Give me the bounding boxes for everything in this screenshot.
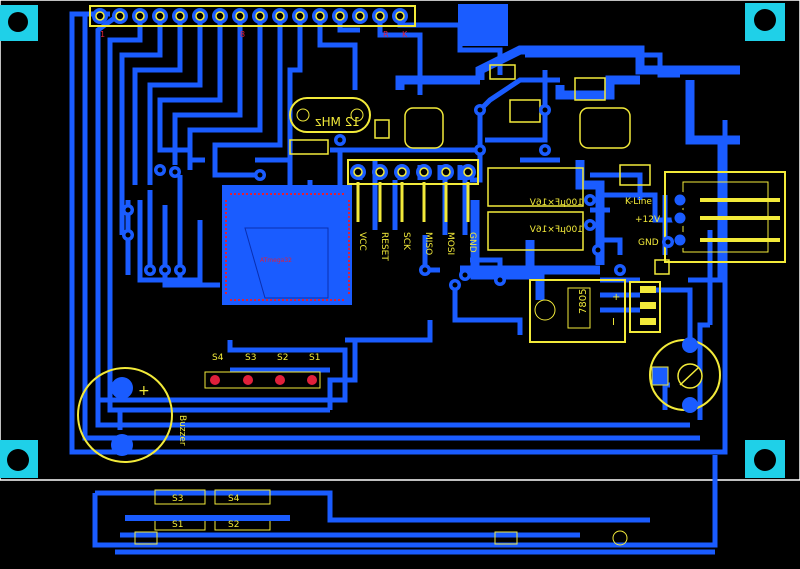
header-pin bbox=[152, 8, 168, 24]
via-hole bbox=[157, 167, 163, 173]
obd-gnd-label: GND bbox=[638, 238, 659, 248]
switch-row-bottom bbox=[125, 489, 628, 546]
via-hole bbox=[477, 147, 483, 153]
isp-pin bbox=[416, 164, 432, 222]
isp-label: RESET bbox=[379, 232, 389, 261]
via-hole bbox=[172, 169, 178, 175]
pin-header-16 bbox=[89, 5, 416, 27]
bottom-s4-label: S4 bbox=[228, 494, 240, 504]
header-pin-k-label: K bbox=[402, 30, 408, 39]
header-pin8-label: 8 bbox=[240, 30, 245, 39]
via-hole bbox=[542, 147, 548, 153]
isp-pin bbox=[460, 164, 476, 222]
isp-labels: VCC RESET SCK MISO MOSI GND bbox=[357, 232, 477, 261]
board-outline bbox=[0, 0, 800, 481]
round-pads bbox=[122, 104, 674, 291]
header-pin bbox=[392, 8, 408, 24]
isp-label: SCK bbox=[401, 232, 411, 251]
isp-pin bbox=[372, 164, 388, 222]
via-hole bbox=[587, 197, 593, 203]
svg-text:ATmega32: ATmega32 bbox=[260, 257, 292, 264]
isp-label: MISO bbox=[423, 232, 433, 255]
microcontroller-ic: ATmega32 bbox=[222, 185, 352, 305]
crystal-label: 12 MHz bbox=[315, 115, 360, 129]
via-hole bbox=[337, 137, 343, 143]
via-hole bbox=[617, 267, 623, 273]
via-hole bbox=[422, 267, 428, 273]
isp-label: VCC bbox=[357, 232, 367, 251]
header-pin bbox=[232, 8, 248, 24]
isp-pin bbox=[438, 164, 454, 222]
header-pin bbox=[212, 8, 228, 24]
pot-label-b: I bbox=[612, 317, 615, 328]
cap1-label: 100µF×16V bbox=[529, 198, 583, 208]
via-hole bbox=[462, 272, 468, 278]
header-pin bbox=[312, 8, 328, 24]
isp-label: GND bbox=[467, 232, 477, 253]
via-hole bbox=[162, 267, 168, 273]
mounting-holes bbox=[0, 3, 785, 478]
header-pin bbox=[352, 8, 368, 24]
pot-label-a: + bbox=[612, 292, 620, 303]
bottom-s2-label: S2 bbox=[228, 520, 239, 530]
buzzer-plus: + bbox=[138, 383, 150, 399]
via-hole bbox=[542, 107, 548, 113]
header-pin bbox=[172, 8, 188, 24]
regulator-7805: 7805 bbox=[529, 279, 626, 343]
via-hole bbox=[125, 232, 131, 238]
switch-s2-label: S2 bbox=[277, 353, 288, 363]
via-hole bbox=[497, 277, 503, 283]
via-hole bbox=[595, 247, 601, 253]
via-hole bbox=[477, 107, 483, 113]
buzzer-label: Buzzer bbox=[177, 415, 187, 446]
crystal-12mhz: 12 MHz bbox=[289, 97, 371, 133]
header-pin bbox=[372, 8, 388, 24]
bottom-s1-label: S1 bbox=[172, 520, 183, 530]
isp-connector bbox=[347, 159, 479, 185]
capacitor-c1: 100µF×16V bbox=[487, 167, 584, 208]
header-pin bbox=[112, 8, 128, 24]
via-hole bbox=[665, 239, 671, 245]
header-pin bbox=[292, 8, 308, 24]
header-pin bbox=[132, 8, 148, 24]
via-hole bbox=[125, 207, 131, 213]
isp-pin bbox=[394, 164, 410, 222]
header-pin bbox=[192, 8, 208, 24]
via-hole bbox=[257, 172, 263, 178]
top-pad bbox=[458, 4, 508, 46]
cap2-label: 100µF×16V bbox=[529, 225, 583, 235]
header-pin bbox=[92, 8, 108, 24]
switch-s4-label: S4 bbox=[212, 353, 224, 363]
isp-pins bbox=[350, 164, 476, 222]
via-hole bbox=[177, 267, 183, 273]
bottom-s3-label: S3 bbox=[172, 494, 183, 504]
via-hole bbox=[452, 282, 458, 288]
isp-pin bbox=[350, 164, 366, 222]
switch-s3-label: S3 bbox=[245, 353, 256, 363]
header-pin bbox=[332, 8, 348, 24]
header-pin1-label: 1 bbox=[100, 30, 105, 39]
capacitor-c2: 100µF×16V bbox=[487, 211, 584, 251]
header-pin bbox=[252, 8, 268, 24]
header-pin-r-label: R bbox=[383, 30, 389, 39]
obd-kline-label: K-Line bbox=[625, 197, 652, 207]
via-hole bbox=[147, 267, 153, 273]
switch-row-top bbox=[204, 371, 321, 389]
via-hole bbox=[587, 222, 593, 228]
obd-12v-label: +12V bbox=[635, 215, 661, 225]
copper-traces bbox=[69, 11, 728, 555]
power-traces bbox=[395, 45, 740, 300]
header-pin bbox=[272, 8, 288, 24]
trimmer-pot bbox=[649, 337, 721, 413]
regulator-label: 7805 bbox=[578, 289, 589, 314]
lcd-contrast-header: + I bbox=[612, 281, 661, 333]
switch-s1-label: S1 bbox=[309, 353, 320, 363]
buzzer: + Buzzer bbox=[77, 367, 187, 463]
header-pins bbox=[92, 8, 408, 24]
isp-label: MOSI bbox=[445, 232, 455, 255]
